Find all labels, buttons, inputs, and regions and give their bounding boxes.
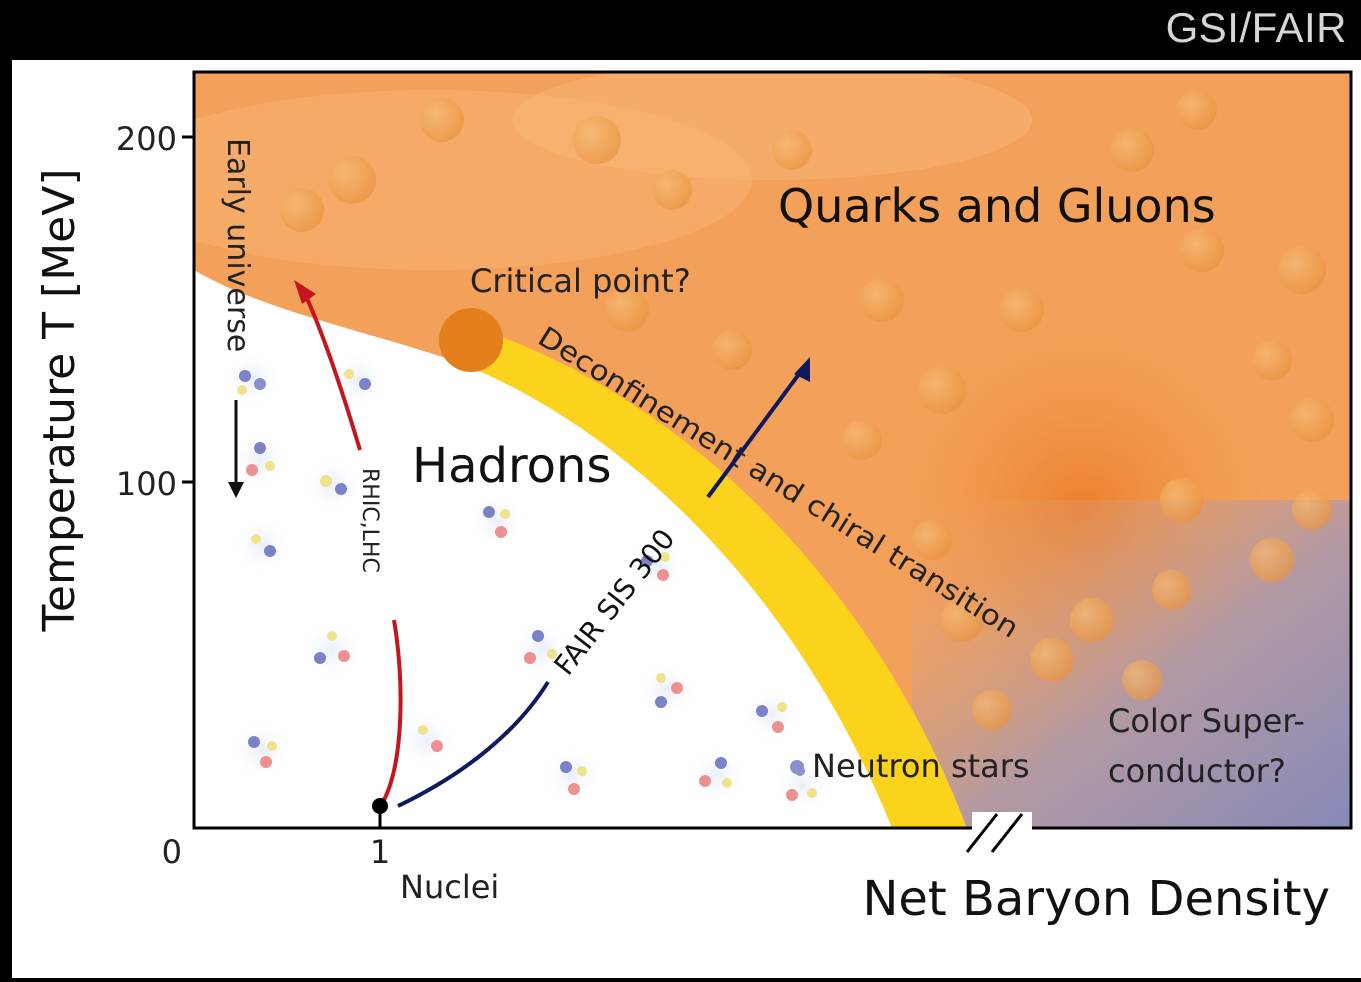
axis-break-icon	[965, 812, 1032, 853]
fair-sis300-arrow	[397, 357, 810, 808]
quark-particles	[280, 90, 1334, 730]
y-tick-label-0: 0	[162, 833, 182, 871]
x-tick-label-1: 1	[370, 833, 390, 871]
phase-regions	[194, 72, 1351, 828]
hadron-particles	[222, 350, 832, 815]
early-universe-arrow	[228, 400, 244, 498]
y-tick-label-100: 100	[116, 465, 177, 503]
y-axis-label: Temperature T [MeV]	[34, 168, 85, 632]
early-universe-label: Early universe	[220, 138, 255, 352]
neutron-stars-label: Neutron stars	[812, 747, 1030, 785]
y-tick-label-200: 200	[116, 120, 177, 158]
rhic-lhc-arrow	[294, 280, 403, 801]
hadron-region	[194, 270, 892, 828]
plot-frame	[192, 70, 1353, 830]
superconductor-label-line1: Color Super-	[1108, 702, 1305, 740]
neutron-star-dot	[790, 760, 804, 774]
x-axis-label: Net Baryon Density	[862, 871, 1330, 927]
hadrons-label: Hadrons	[412, 438, 611, 494]
phase-diagram-panel: 200 100 0 Temperature T [MeV] 1 Nuclei N…	[12, 60, 1361, 978]
critical-point-label: Critical point?	[470, 262, 691, 300]
nuclei-label: Nuclei	[400, 868, 499, 906]
critical-point-marker	[439, 308, 503, 372]
transition-band	[452, 330, 967, 828]
quarks-gluons-label: Quarks and Gluons	[778, 179, 1216, 233]
superconductor-label-line2: conductor?	[1108, 752, 1286, 790]
rhic-lhc-label: RHIC,LHC	[357, 468, 382, 573]
phase-diagram: 200 100 0 Temperature T [MeV] 1 Nuclei N…	[34, 70, 1353, 927]
image-credit: GSI/FAIR	[1165, 4, 1347, 51]
